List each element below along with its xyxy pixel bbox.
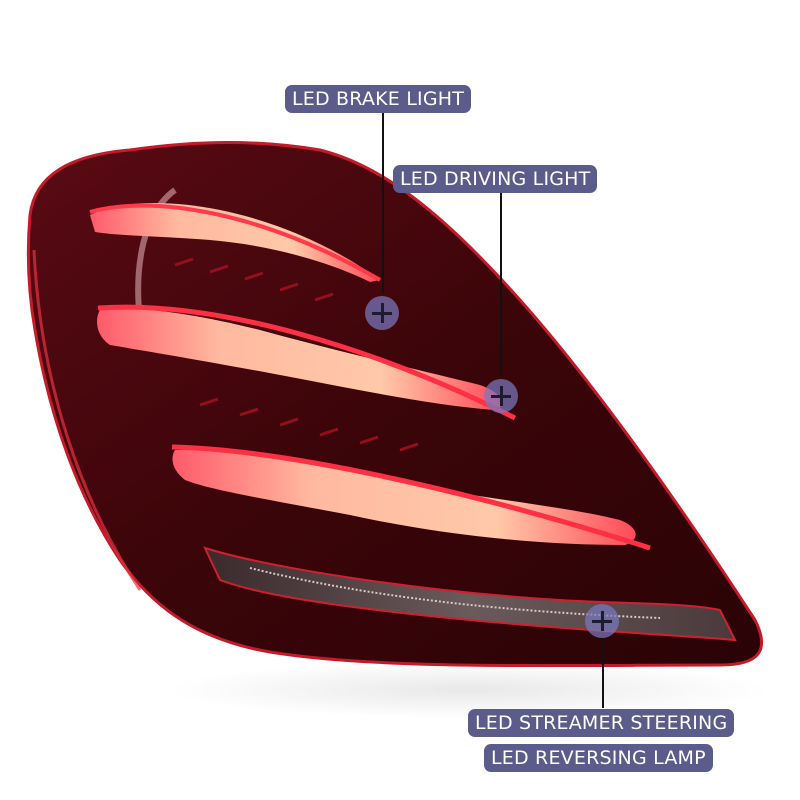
driving-light-bar — [97, 308, 503, 410]
label-brake-light: LED BRAKE LIGHT — [285, 85, 472, 113]
lower-light-bar — [172, 449, 636, 545]
callout-line-streamer — [602, 638, 604, 708]
brake-light-bar — [90, 203, 380, 282]
plus-circle-icon[interactable] — [484, 379, 518, 413]
streamer-strip — [249, 567, 661, 619]
floor-reflection — [170, 662, 770, 718]
label-driving-light: LED DRIVING LIGHT — [393, 165, 598, 193]
callout-line-brake — [382, 113, 384, 293]
plus-circle-icon[interactable] — [365, 296, 399, 330]
callout-line-driving — [500, 193, 502, 376]
label-reversing-lamp: LED REVERSING LAMP — [484, 744, 713, 772]
plus-circle-icon[interactable] — [585, 604, 619, 638]
label-streamer-steering: LED STREAMER STEERING — [468, 709, 735, 737]
